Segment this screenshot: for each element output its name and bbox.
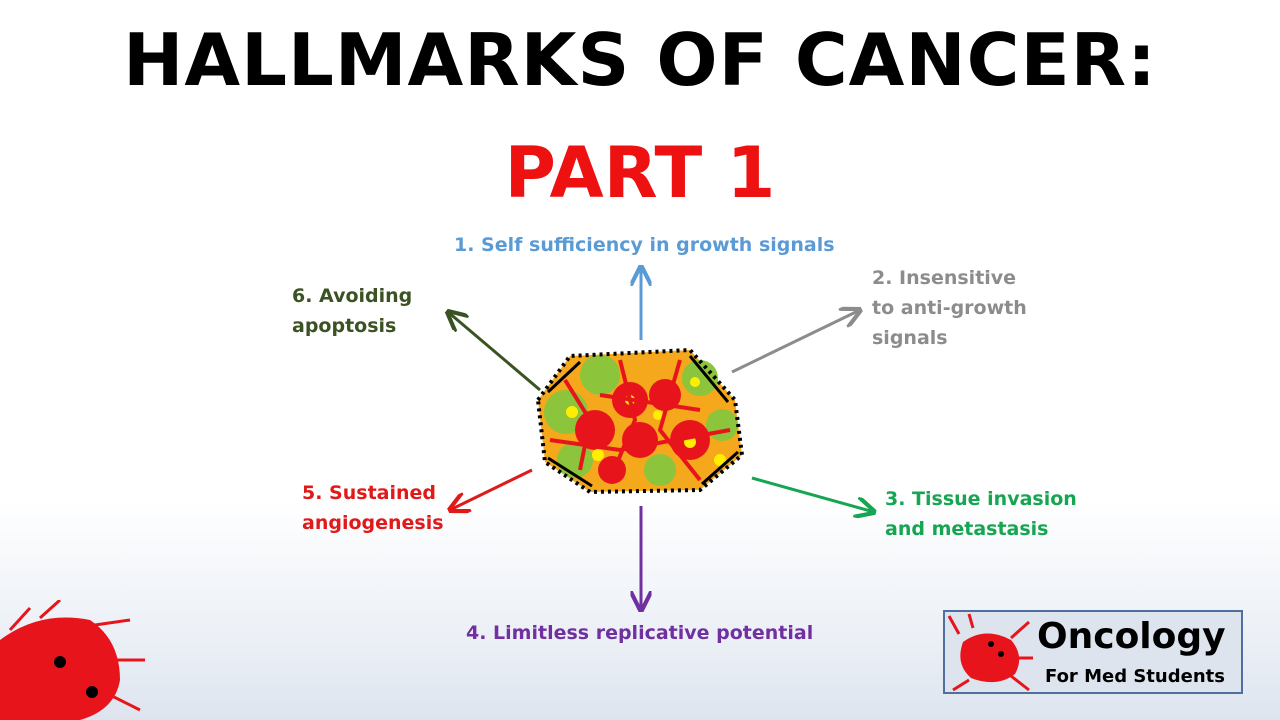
hallmark-3-label: 3. Tissue invasion and metastasis — [885, 488, 1077, 540]
arrow-3 — [751, 476, 874, 512]
hallmark-6-label: 6. Avoiding apoptosis — [292, 285, 413, 337]
arrow-2 — [731, 310, 860, 374]
logo-name: Oncology — [1037, 616, 1226, 657]
page-subtitle: PART 1 — [504, 132, 776, 214]
crab-claw-icon — [0, 600, 145, 720]
arrow-5 — [450, 468, 533, 510]
tumor-cell-cluster-icon — [535, 347, 745, 495]
hallmark-1-label: 1. Self sufficiency in growth signals — [454, 234, 835, 256]
arrow-6 — [448, 312, 541, 392]
page-title: HALLMARKS OF CANCER: — [123, 18, 1157, 102]
hallmark-5-label: 5. Sustained angiogenesis — [302, 482, 444, 534]
logo: Oncology For Med Students — [943, 610, 1243, 694]
crab-icon — [947, 613, 1033, 692]
hallmark-2-label: 2. Insensitive to anti-growth signals — [872, 267, 1027, 349]
logo-tagline: For Med Students — [1045, 666, 1225, 687]
hallmark-4-label: 4. Limitless replicative potential — [466, 622, 814, 644]
